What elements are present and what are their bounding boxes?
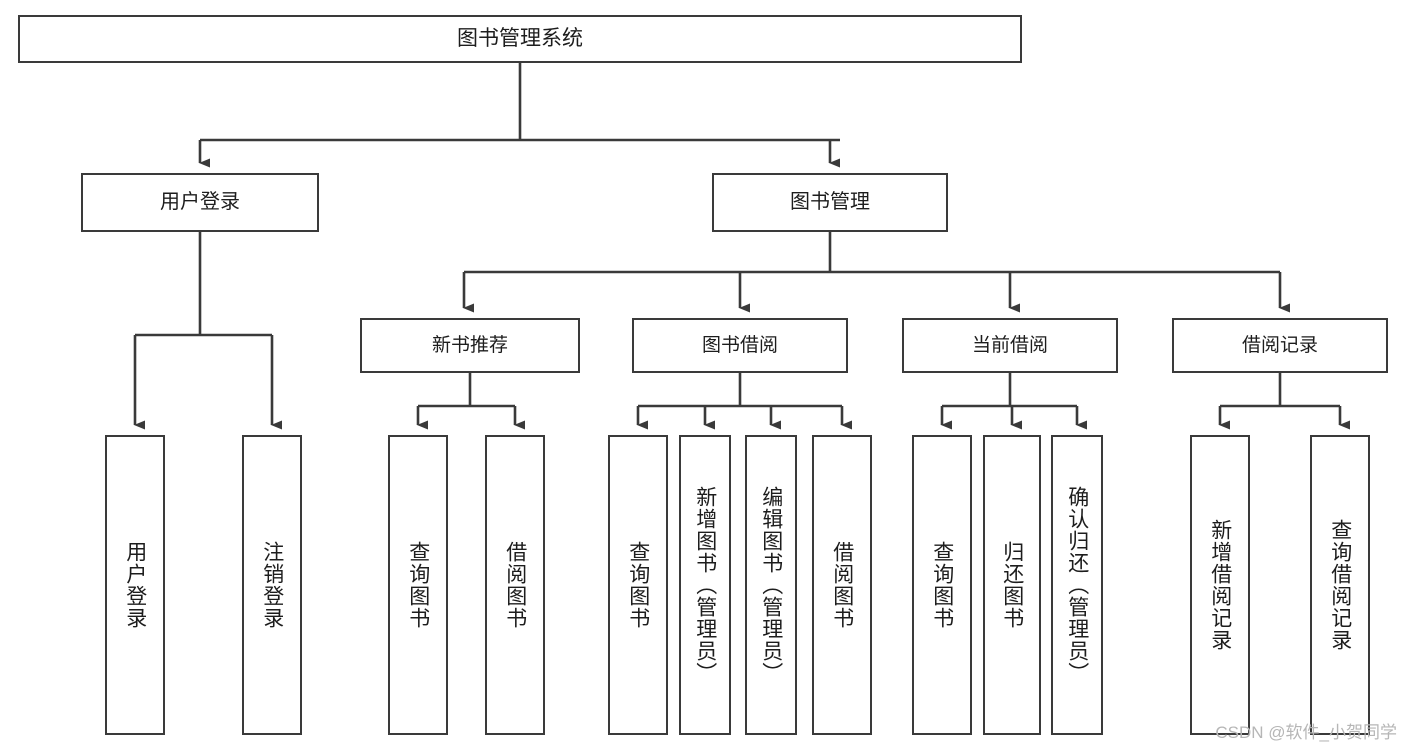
node-leaf-return-book[interactable]: 归还图书	[983, 435, 1041, 735]
node-leaf-query-book-3[interactable]: 查询图书	[912, 435, 972, 735]
node-user-login-label: 用户登录	[160, 191, 240, 214]
node-leaf-query-book-1[interactable]: 查询图书	[388, 435, 448, 735]
node-leaf-query-book-3-label: 查询图书	[930, 541, 954, 629]
node-leaf-add-book-label: 新增图书（管理员）	[693, 486, 717, 684]
node-leaf-borrow-book-2[interactable]: 借阅图书	[812, 435, 872, 735]
node-leaf-add-record-label: 新增借阅记录	[1208, 519, 1232, 651]
node-current-borrow[interactable]: 当前借阅	[902, 318, 1118, 373]
node-current-borrow-label: 当前借阅	[971, 334, 1048, 356]
node-leaf-edit-book[interactable]: 编辑图书（管理员）	[745, 435, 797, 735]
node-leaf-user-login-label: 用户登录	[123, 541, 147, 629]
node-book-manage-label: 图书管理	[790, 191, 870, 214]
node-new-book-recommend[interactable]: 新书推荐	[360, 318, 580, 373]
node-leaf-add-record[interactable]: 新增借阅记录	[1190, 435, 1250, 735]
node-leaf-logout-label: 注销登录	[260, 541, 284, 629]
node-root-system[interactable]: 图书管理系统	[18, 15, 1022, 63]
node-leaf-confirm-return[interactable]: 确认归还（管理员）	[1051, 435, 1103, 735]
node-book-borrow-label: 图书借阅	[701, 334, 778, 356]
node-leaf-user-login[interactable]: 用户登录	[105, 435, 165, 735]
node-new-book-recommend-label: 新书推荐	[431, 334, 508, 356]
node-leaf-return-book-label: 归还图书	[1000, 541, 1024, 629]
node-leaf-query-record[interactable]: 查询借阅记录	[1310, 435, 1370, 735]
node-leaf-logout[interactable]: 注销登录	[242, 435, 302, 735]
node-leaf-query-book-2-label: 查询图书	[626, 541, 650, 629]
node-user-login[interactable]: 用户登录	[81, 173, 319, 232]
node-leaf-confirm-return-label: 确认归还（管理员）	[1065, 486, 1089, 684]
node-root-label: 图书管理系统	[457, 27, 583, 51]
node-leaf-edit-book-label: 编辑图书（管理员）	[759, 486, 783, 684]
node-leaf-query-record-label: 查询借阅记录	[1328, 519, 1352, 651]
node-leaf-borrow-book-1-label: 借阅图书	[503, 541, 527, 629]
node-leaf-borrow-book-2-label: 借阅图书	[830, 541, 854, 629]
csdn-watermark: CSDN @软件_小贺同学	[1215, 723, 1397, 742]
node-leaf-borrow-book-1[interactable]: 借阅图书	[485, 435, 545, 735]
node-book-borrow[interactable]: 图书借阅	[632, 318, 848, 373]
node-borrow-record[interactable]: 借阅记录	[1172, 318, 1388, 373]
node-leaf-add-book[interactable]: 新增图书（管理员）	[679, 435, 731, 735]
node-leaf-query-book-2[interactable]: 查询图书	[608, 435, 668, 735]
node-book-manage[interactable]: 图书管理	[712, 173, 948, 232]
node-borrow-record-label: 借阅记录	[1241, 334, 1318, 356]
node-leaf-query-book-1-label: 查询图书	[406, 541, 430, 629]
